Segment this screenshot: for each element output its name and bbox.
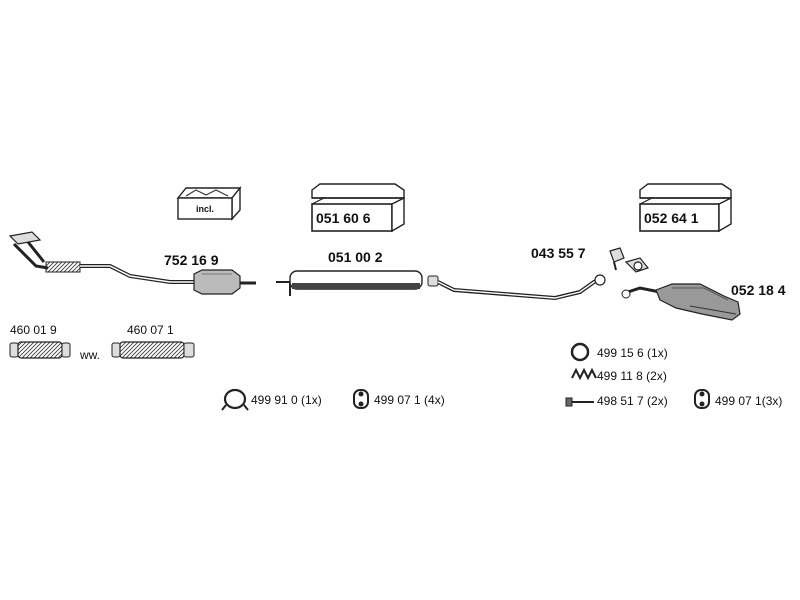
kit-1-number: 051 60 6 — [316, 210, 371, 226]
incl-label: incl. — [196, 204, 215, 214]
fitting-label-hanger-left: 499 07 1 (4x) — [374, 393, 445, 407]
front-pipe-icon — [8, 231, 256, 295]
clamp-label: 043 55 7 — [531, 245, 586, 261]
kit-2-number: 052 64 1 — [644, 210, 699, 226]
spring-icon — [571, 367, 597, 381]
kit-box-2-icon — [639, 183, 732, 233]
flex-pipe-2-icon — [111, 341, 195, 359]
flex-pipe-1-label: 460 01 9 — [10, 323, 57, 337]
ring-icon — [570, 342, 590, 362]
fitting-label-gasket: 499 91 0 (1x) — [251, 393, 322, 407]
incl-box-icon — [176, 186, 242, 221]
flex-pipe-2-label: 460 07 1 — [127, 323, 174, 337]
middle-silencer-label: 051 00 2 — [328, 249, 383, 265]
flex-pipe-1-icon — [9, 341, 71, 359]
gasket-ring-icon — [221, 388, 249, 411]
alternative-label: ww. — [80, 348, 101, 362]
kit-box-1-icon — [311, 183, 405, 233]
clamp-icon — [609, 247, 650, 273]
bolt-icon — [565, 397, 594, 407]
fitting-label-bolt: 498 51 7 (2x) — [597, 394, 668, 408]
fitting-label-ring: 499 15 6 (1x) — [597, 346, 668, 360]
fitting-label-spring: 499 11 8 (2x) — [597, 369, 667, 383]
rubber-hanger-icon-left — [353, 389, 369, 409]
rear-silencer-label: 052 18 4 — [731, 282, 786, 298]
rubber-hanger-icon-right — [694, 389, 710, 409]
front-pipe-label: 752 16 9 — [164, 252, 219, 268]
middle-silencer-icon — [276, 270, 606, 301]
fitting-label-hanger-right: 499 07 1(3x) — [715, 394, 783, 408]
rear-silencer-icon — [621, 283, 741, 321]
